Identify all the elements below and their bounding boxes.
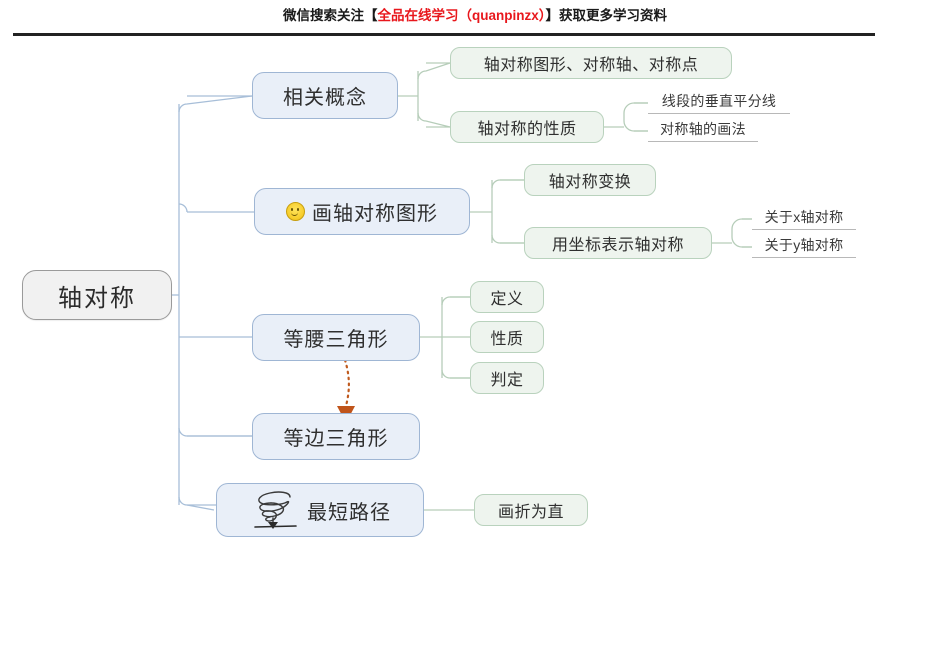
promo-banner: 微信搜索关注【全品在线学习（quanpinzx）】获取更多学习资料 bbox=[0, 0, 950, 27]
promo-suffix: 】获取更多学习资料 bbox=[545, 7, 668, 23]
child-node-axisymmetric-figure[interactable]: 轴对称图形、对称轴、对称点 bbox=[450, 47, 732, 79]
child-node-definition[interactable]: 定义 bbox=[470, 281, 544, 313]
branch-node-concepts-label: 相关概念 bbox=[283, 87, 367, 109]
child-node-coordinate-axisymmetry[interactable]: 用坐标表示轴对称 bbox=[524, 227, 712, 259]
spiral-arrow-doodle-icon bbox=[254, 491, 297, 529]
branch-node-equilateral-triangle-label: 等边三角形 bbox=[283, 428, 389, 450]
child-node-coordinate-axisymmetry-label: 用坐标表示轴对称 bbox=[551, 237, 684, 254]
header-divider-rule bbox=[13, 33, 875, 36]
child-node-axisymmetric-figure-label: 轴对称图形、对称轴、对称点 bbox=[483, 57, 699, 74]
leaf-node-about-y-axis-label: 关于y轴对称 bbox=[764, 236, 844, 253]
child-node-axisymmetry-properties[interactable]: 轴对称的性质 bbox=[450, 111, 604, 143]
promo-prefix: 微信搜索关注【 bbox=[283, 7, 378, 23]
root-node[interactable]: 轴对称 bbox=[22, 270, 172, 320]
leaf-node-about-x-axis[interactable]: 关于x轴对称 bbox=[752, 204, 856, 230]
branch-node-isosceles-triangle-label: 等腰三角形 bbox=[283, 329, 389, 351]
child-node-straighten-fold[interactable]: 画折为直 bbox=[474, 494, 588, 526]
child-node-axisymmetric-transform[interactable]: 轴对称变换 bbox=[524, 164, 656, 196]
branch-node-isosceles-triangle[interactable]: 等腰三角形 bbox=[252, 314, 420, 361]
level1-connectors bbox=[171, 95, 254, 511]
leaf-node-about-y-axis[interactable]: 关于y轴对称 bbox=[752, 232, 856, 258]
smiley-face-icon bbox=[286, 202, 305, 221]
promo-highlight: 全品在线学习（quanpinzx） bbox=[377, 7, 546, 23]
child-node-properties[interactable]: 性质 bbox=[470, 321, 544, 353]
promo-banner-text: 微信搜索关注【全品在线学习（quanpinzx）】获取更多学习资料 bbox=[283, 4, 667, 24]
branch-node-draw-axisymmetric[interactable]: 画轴对称图形 bbox=[254, 188, 470, 235]
child-node-criteria-label: 判定 bbox=[490, 372, 524, 389]
branch-node-shortest-path[interactable]: 最短路径 bbox=[216, 483, 424, 537]
child-node-definition-label: 定义 bbox=[490, 291, 524, 308]
child-node-straighten-fold-label: 画折为直 bbox=[497, 504, 564, 521]
branch-node-shortest-path-label: 最短路径 bbox=[307, 501, 391, 524]
leaf-node-perpendicular-bisector-label: 线段的垂直平分线 bbox=[661, 92, 777, 109]
branch-node-concepts[interactable]: 相关概念 bbox=[252, 72, 398, 119]
branch-node-equilateral-triangle[interactable]: 等边三角形 bbox=[252, 413, 420, 460]
mindmap-canvas: 轴对称 相关概念 轴对称图形、对称轴、对称点 轴对称的性质 线段的垂直平分线 对… bbox=[0, 38, 950, 672]
root-node-label: 轴对称 bbox=[58, 284, 136, 312]
child-node-axisymmetry-properties-label: 轴对称的性质 bbox=[477, 121, 577, 138]
leaf-node-axis-drawing-method-label: 对称轴的画法 bbox=[660, 120, 746, 137]
leaf-node-about-x-axis-label: 关于x轴对称 bbox=[764, 208, 844, 225]
leaf-node-axis-drawing-method[interactable]: 对称轴的画法 bbox=[648, 116, 758, 142]
child-node-criteria[interactable]: 判定 bbox=[470, 362, 544, 394]
leaf-node-perpendicular-bisector[interactable]: 线段的垂直平分线 bbox=[648, 88, 790, 114]
branch-node-draw-axisymmetric-label: 画轴对称图形 bbox=[312, 203, 438, 225]
child-node-properties-label: 性质 bbox=[490, 331, 524, 348]
child-node-axisymmetric-transform-label: 轴对称变换 bbox=[548, 174, 632, 191]
